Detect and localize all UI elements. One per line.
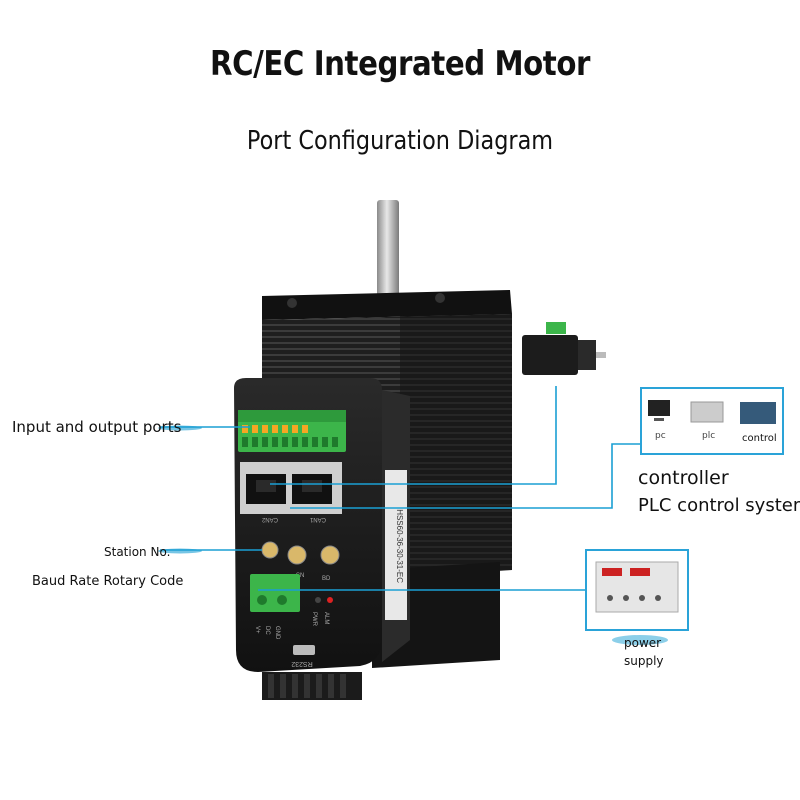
motor-flange — [262, 290, 512, 320]
flange-hole — [435, 293, 445, 303]
rs232-port — [293, 645, 315, 655]
controller-box — [640, 387, 784, 455]
plc-system-label: PLC control system — [638, 495, 800, 516]
servo-motor-image — [522, 322, 606, 375]
io-ports-label: Input and output ports — [12, 418, 182, 436]
alm-marking: ALM — [323, 612, 329, 624]
rs232-marking: RS232 — [291, 660, 313, 667]
power-label: power — [624, 636, 662, 650]
can-ports — [240, 462, 342, 514]
pc-icon-label: pc — [655, 431, 666, 441]
baud-rate-label: Baud Rate Rotary Code — [32, 574, 184, 589]
bd-marking: BD — [322, 576, 331, 582]
io-terminal-block — [238, 410, 346, 452]
power-terminal — [250, 574, 300, 612]
plc-device-icon — [690, 401, 724, 423]
motor-shaft — [377, 200, 399, 300]
gnd-marking: GND — [274, 626, 280, 640]
control-board-icon — [740, 402, 776, 424]
can2-marking: CAN2 — [261, 516, 278, 522]
motor-body-shade — [400, 314, 512, 580]
can1-marking: CAN1 — [309, 516, 326, 522]
supply-label: supply — [624, 654, 664, 668]
station-pointer — [158, 548, 202, 554]
alarm-led — [327, 597, 333, 603]
plc-icon-label: plc — [702, 431, 716, 441]
pc-monitor-icon — [648, 400, 670, 416]
controller-label: controller — [638, 467, 729, 489]
flange-hole — [287, 298, 297, 308]
io-pointer — [158, 425, 202, 431]
control-icon-label: control — [742, 433, 777, 444]
heatsink-fins — [262, 672, 362, 700]
pwr-marking: PWR — [311, 612, 317, 627]
power-led — [315, 597, 321, 603]
sn-marking: SN — [296, 573, 304, 579]
page-subtitle: Port Configuration Diagram — [246, 126, 554, 156]
power-supply-box — [585, 549, 689, 645]
rotary-switches — [261, 541, 340, 565]
station-no-label: Station No. — [104, 545, 171, 559]
v-marking: V+ — [254, 626, 260, 634]
page-title: RC/EC Integrated Motor — [210, 44, 590, 84]
model-marking: IHSS60-36-30-31-EC — [395, 507, 404, 583]
dc-marking: DC — [264, 626, 270, 635]
